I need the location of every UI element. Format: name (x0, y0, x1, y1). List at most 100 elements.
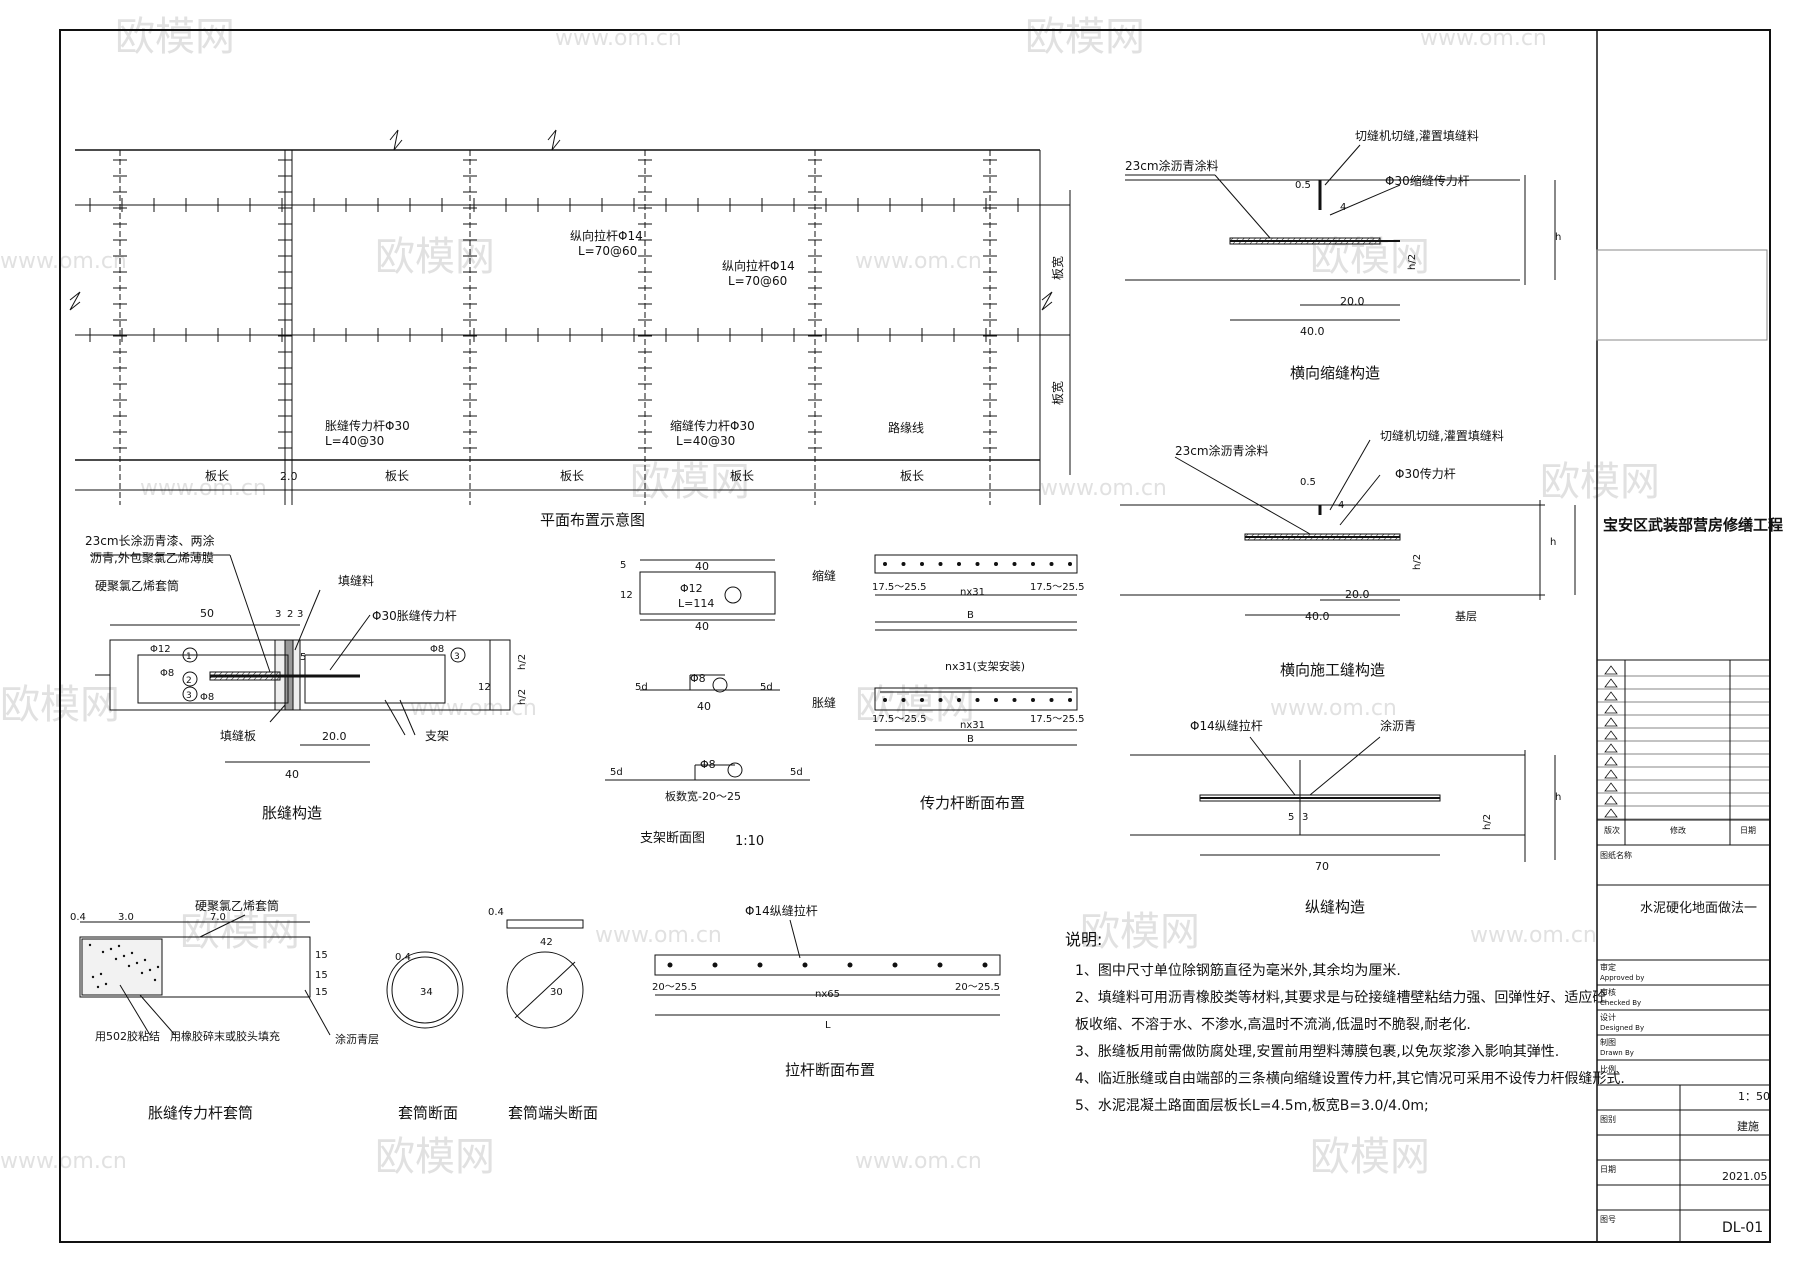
scale-value: 1：50 (1738, 1090, 1770, 1103)
revision-triangle-icon (1604, 743, 1618, 753)
support-label: 支架 (425, 729, 449, 743)
dim: 3.0 (118, 912, 134, 923)
watermark-text: 欧模网 (1025, 14, 1145, 60)
sleeve-note: 23cm长涂沥青漆、两涂 (85, 533, 215, 548)
base-label: 基层 (1455, 610, 1477, 623)
dim: h (1555, 232, 1561, 243)
drawing-frame (59, 29, 1771, 1243)
watermark-text: 欧模网 (115, 14, 235, 60)
expansion-joint-title: 胀缝构造 (262, 804, 322, 822)
support-detail-labels: 40 Φ12 L=114 40 12 5 Φ8 5d 5d 40 Φ8 5d 5… (610, 560, 803, 849)
dim: 0.4 (70, 912, 86, 923)
watermark-url: www.om.cn (855, 249, 982, 274)
watermark-text: 欧模网 (1080, 909, 1200, 955)
dim: 40 (285, 768, 299, 781)
fill-dot (96, 985, 100, 989)
date-col-label: 日期 (1740, 826, 1756, 835)
expansion-joint-labels: 23cm长涂沥青漆、两涂 沥青,外包聚氯乙烯薄膜 硬聚氯乙烯套筒 填缝料 Φ30… (85, 533, 528, 822)
dim: h/2 (517, 689, 528, 705)
asphalt-label: 涂沥青层 (335, 1032, 379, 1046)
dim: 17.5～25.5 (1030, 714, 1085, 725)
dim: h/2 (1482, 814, 1493, 830)
bar-number: 1 (186, 652, 192, 662)
revision-triangle-icon (1604, 691, 1618, 701)
dowel-dot (901, 562, 906, 566)
dim: 5d (635, 682, 648, 693)
watermark-text: 欧模网 (375, 1134, 495, 1180)
fill-dot (114, 957, 118, 961)
fill-dot (156, 965, 160, 969)
dowel-dot (1012, 562, 1017, 566)
expansion-joint-detail (90, 554, 511, 763)
watermark-url: www.om.cn (595, 923, 722, 948)
dowel-spacing: L=40@30 (325, 434, 384, 448)
dowel-layout (874, 554, 1078, 746)
date-value: 2021.05 (1722, 1170, 1768, 1183)
dim: 40.0 (1305, 610, 1330, 623)
dim: h (1555, 792, 1561, 803)
drawing-title: 水泥硬化地面做法一 (1640, 901, 1757, 916)
rebar-spacing: L=70@60 (578, 244, 637, 258)
watermark-url: www.om.cn (0, 1149, 127, 1174)
dim: 40.0 (1300, 325, 1325, 338)
dim: 2 (287, 609, 293, 620)
drawn-label-en: Drawn By (1600, 1049, 1634, 1057)
dim: 50 (200, 607, 214, 620)
dowel-dot (957, 698, 961, 702)
foam-label: 用橡胶碎末或胶头填充 (170, 1029, 280, 1043)
gap-dim: 2.0 (280, 470, 298, 483)
dowel-label: Φ30传力杆 (1395, 466, 1456, 481)
dim: nx31 (960, 720, 985, 731)
curb-label: 路缘线 (888, 420, 924, 435)
support-title: 支架断面图 (640, 831, 705, 846)
tie-bar-layout (654, 919, 1001, 1016)
dim: 17.5～25.5 (872, 714, 927, 725)
tie-bar-dot (982, 962, 988, 968)
fill-dot (101, 950, 105, 954)
dim: 20～25.5 (652, 982, 697, 993)
saw-label: 切缝机切缝,灌置填缝料 (1355, 128, 1479, 143)
notes: 说明: 1、图中尺寸单位除钢筋直径为毫米外,其余均为厘米. 2、填缝料可用沥青橡… (1065, 930, 1625, 1114)
watermark-text: 欧模网 (1540, 459, 1660, 505)
tie-bar-dot (757, 962, 763, 968)
slab-length: 板长 (205, 469, 229, 483)
sleeve-sections (386, 919, 584, 1029)
sleeve-section-labels: 34 0.4 42 30 0.4 套筒断面 套筒端头断面 (395, 907, 598, 1122)
dim: 3 (275, 609, 281, 620)
revision-triangle-icon (1604, 717, 1618, 727)
note-item: 板收缩、不溶于水、不渗水,高温时不流淌,低温时不脆裂,耐老化. (1075, 1016, 1471, 1033)
watermark-url: www.om.cn (0, 249, 127, 274)
plan-title: 平面布置示意图 (540, 511, 645, 529)
dowel-dot (994, 698, 998, 702)
fill-dot (148, 968, 152, 972)
tie-bar-dot (667, 962, 673, 968)
tie-bar-dot (802, 962, 808, 968)
dim: 12 (620, 590, 633, 601)
watermark-text: 欧模网 (1310, 1134, 1430, 1180)
fill-dot (117, 944, 121, 948)
construction-joint-detail (1120, 439, 1576, 616)
tie-bar-dots (667, 962, 988, 968)
dim: nx65 (815, 989, 840, 1000)
sleeve-end-title: 套筒端头断面 (508, 1104, 598, 1122)
dowel-dot (1012, 698, 1017, 702)
watermark-text: 欧模网 (180, 909, 300, 955)
tie-bar-label: Φ14纵缝拉杆 (745, 903, 818, 918)
slab-length: 板长 (730, 469, 754, 483)
note-item: 5、水泥混凝土路面面层板长L=4.5m,板宽B=3.0/4.0m; (1075, 1097, 1429, 1114)
designed-label: 设计 (1600, 1012, 1616, 1022)
approved-label: 审定 (1600, 962, 1616, 972)
transverse-joint-title: 横向缩缝构造 (1290, 364, 1380, 382)
dim: 5d (760, 682, 773, 693)
watermark-text: 欧模网 (375, 234, 495, 280)
slab-length: 板长 (385, 469, 409, 483)
dim: 20～25.5 (955, 982, 1000, 993)
note-item: 3、胀缝板用前需做防腐处理,安置前用塑料薄膜包裹,以免灰浆渗入影响其弹性. (1075, 1043, 1559, 1060)
dim: 0.4 (488, 907, 504, 918)
drawing-number: DL-01 (1722, 1220, 1763, 1236)
slab-width: 板宽 (1050, 256, 1065, 280)
dim: 5d (610, 767, 623, 778)
coat-label: 涂沥青 (1380, 718, 1416, 733)
date-label: 日期 (1600, 1165, 1616, 1174)
